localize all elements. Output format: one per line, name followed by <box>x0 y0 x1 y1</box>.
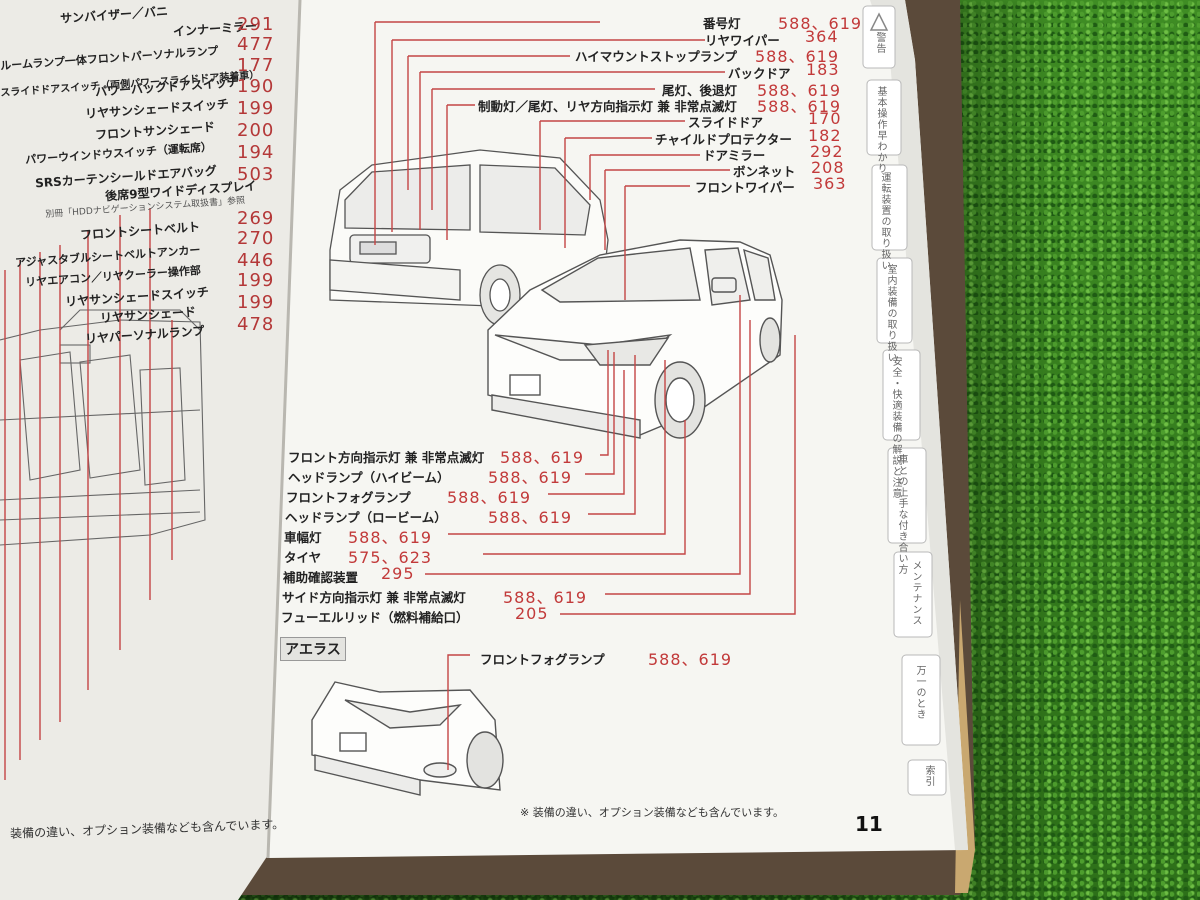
tab-box <box>882 349 921 441</box>
left-callout-page: 270 <box>237 228 275 249</box>
callout-label: スライドドア <box>688 115 764 130</box>
side-tab-warning: 警告 <box>874 32 885 54</box>
callout-label: ドアミラー <box>703 148 766 163</box>
left-leader-lines <box>4 208 173 780</box>
callout-label: 番号灯 <box>703 16 741 31</box>
front-leader-lines <box>425 295 796 770</box>
callout-page: 588、619 <box>488 508 573 527</box>
side-tab-strip <box>870 0 968 850</box>
warning-triangle-icon <box>869 12 889 31</box>
left-callout-page: 446 <box>237 250 275 271</box>
callout-label: 尾灯、後退灯 <box>662 83 738 98</box>
tab-box <box>893 551 933 638</box>
variant-callout-page: 588、619 <box>648 650 733 669</box>
callout-label: フューエルリッド（燃料補給口） <box>281 610 469 625</box>
left-callout-page: 269 <box>237 208 275 229</box>
callout-page: 170 <box>808 109 842 128</box>
callout-page: 588、619 <box>447 488 532 507</box>
rear-minivan-illustration <box>329 149 609 326</box>
callout-page: 363 <box>813 174 847 193</box>
tab-box <box>907 759 947 796</box>
tab-box <box>901 654 941 746</box>
left-callout-page: 478 <box>237 314 275 335</box>
callout-label: 車幅灯 <box>284 530 322 545</box>
left-callout-page: 177 <box>237 55 275 76</box>
callout-label: 制動灯／尾灯、リヤ方向指示灯 兼 非常点滅灯 <box>478 99 737 114</box>
left-callout-page: 194 <box>237 142 275 163</box>
callout-page: 588、619 <box>488 468 573 487</box>
callout-page: 588、619 <box>757 97 842 116</box>
variant-callout-label: フロントフォグランプ <box>480 652 605 667</box>
callout-page: 292 <box>810 142 844 161</box>
callout-page: 364 <box>805 27 839 46</box>
callout-page: 588、619 <box>503 588 588 607</box>
side-tab-maintenance: メンテナンス <box>910 560 921 626</box>
left-callout-page: 503 <box>237 164 275 185</box>
side-tab-index: 索引 <box>923 765 934 787</box>
callout-label: タイヤ <box>284 550 322 565</box>
callout-label: ボンネット <box>733 164 796 179</box>
variant-badge: アエラス <box>280 637 346 661</box>
left-callout-page: 200 <box>237 120 275 141</box>
side-tab-driving: 運転装置の取り扱い <box>879 172 890 271</box>
rear-leader-lines <box>374 21 730 300</box>
tab-box <box>876 257 913 344</box>
side-tab-basic: 基本操作早わかり <box>875 86 886 174</box>
callout-label: ヘッドランプ（ハイビーム） <box>288 470 450 485</box>
side-tab-interior: 室内装備の取り扱い <box>885 264 896 363</box>
callout-label: ハイマウントストップランプ <box>575 49 737 64</box>
side-tab-safety: 安全・快適装備の解説と注意 <box>890 356 901 499</box>
callout-page: 183 <box>806 60 840 79</box>
callout-page: 588、619 <box>778 14 863 33</box>
callout-label: チャイルドプロテクター <box>655 132 792 147</box>
callout-page: 588、619 <box>500 448 585 467</box>
page-number: 11 <box>855 812 883 836</box>
left-callout-page: 199 <box>237 270 275 291</box>
callout-page: 208 <box>811 158 845 177</box>
front-minivan-illustration <box>487 239 783 439</box>
tab-box <box>871 164 908 251</box>
callout-label: フロントフォグランプ <box>286 490 411 505</box>
tab-box <box>862 5 896 69</box>
tab-boxes <box>862 5 947 796</box>
callout-label: フロント方向指示灯 兼 非常点滅灯 <box>288 450 485 465</box>
callout-label: ヘッドランプ（ロービーム） <box>285 510 447 525</box>
callout-label: フロントワイパー <box>695 180 795 195</box>
callout-label: バックドア <box>728 66 791 81</box>
callout-label: サイド方向指示灯 兼 非常点滅灯 <box>282 590 466 605</box>
left-callout-page: 190 <box>237 76 275 97</box>
callout-label: リヤワイパー <box>705 33 780 48</box>
book-gutter <box>266 0 302 859</box>
callout-label: 補助確認装置 <box>283 570 359 585</box>
side-tab-emergency: 万一のとき <box>914 665 925 720</box>
callout-page: 588、619 <box>755 47 840 66</box>
callout-page: 575、623 <box>348 548 433 567</box>
callout-page: 205 <box>515 604 549 623</box>
aeras-front-illustration <box>311 681 504 796</box>
left-callout-page: 199 <box>237 98 275 119</box>
tab-box <box>887 447 927 544</box>
callout-page: 588、619 <box>757 81 842 100</box>
callout-page: 588、619 <box>348 528 433 547</box>
left-callout-page: 291 <box>237 14 275 35</box>
tab-box <box>866 79 902 156</box>
callout-page: 295 <box>381 564 415 583</box>
left-callout-page: 477 <box>237 34 275 55</box>
side-tab-car-care: 車との上手な付き合い方 <box>896 454 907 575</box>
callout-page: 182 <box>808 126 842 145</box>
page-footnote: ※ 装備の違い、オプション装備なども含んでいます。 <box>520 806 785 819</box>
left-callout-page: 199 <box>237 292 275 313</box>
